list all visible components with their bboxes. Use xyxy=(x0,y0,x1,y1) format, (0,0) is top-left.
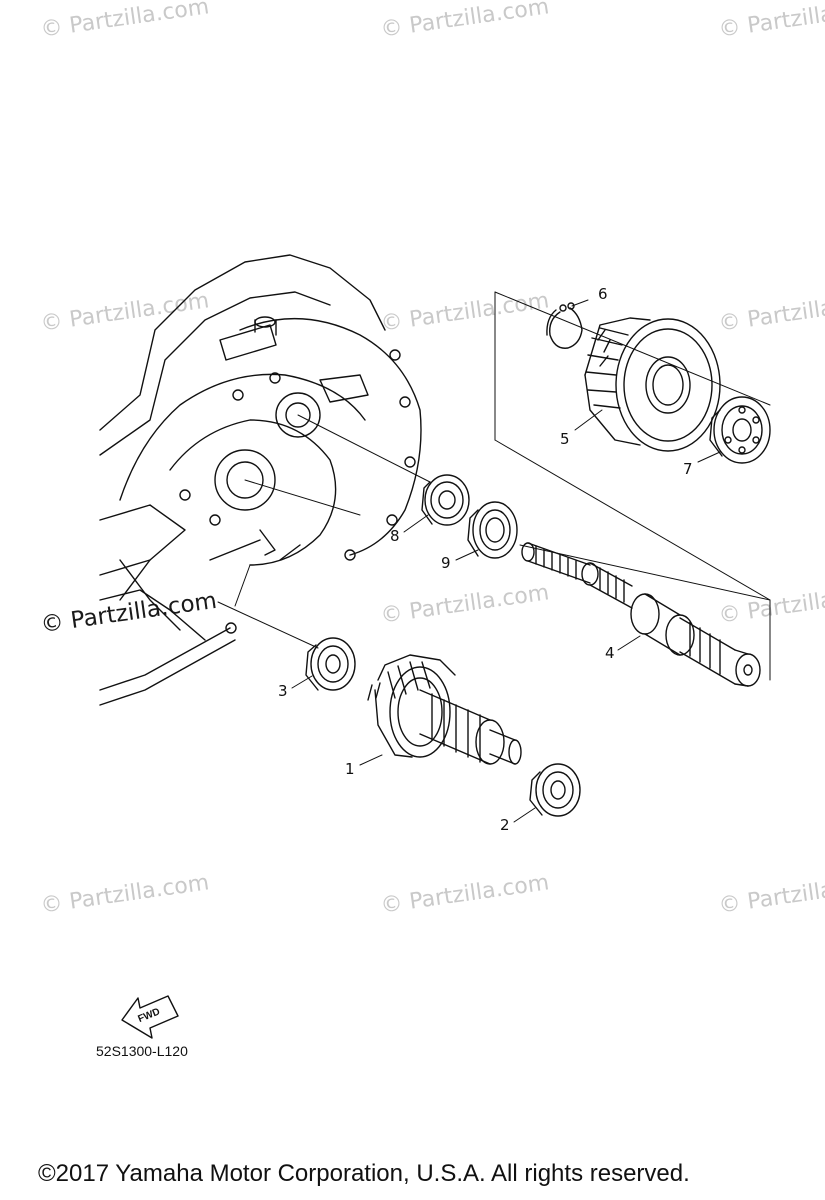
oil-seal-part-9 xyxy=(467,501,518,559)
drive-axle-part-4 xyxy=(521,542,761,687)
primary-drive-gear-part-1 xyxy=(367,654,522,765)
driven-gear-part-5 xyxy=(584,317,721,452)
bearing-part-8 xyxy=(421,474,470,526)
crankcase-housing xyxy=(99,254,422,706)
callout-5: 5 xyxy=(560,430,570,448)
callout-7: 7 xyxy=(683,460,693,478)
forward-arrow-icon xyxy=(121,995,179,1039)
callout-6: 6 xyxy=(598,285,608,303)
callout-3: 3 xyxy=(278,682,288,700)
callout-9: 9 xyxy=(441,554,451,572)
bearing-part-7 xyxy=(709,396,771,464)
callout-8: 8 xyxy=(390,527,400,545)
leader-lines xyxy=(217,291,771,681)
bearing-part-3 xyxy=(305,637,356,691)
fwd-label: FWD xyxy=(136,1006,161,1025)
callout-4: 4 xyxy=(605,644,615,662)
copyright-footer: ©2017 Yamaha Motor Corporation, U.S.A. A… xyxy=(38,1160,690,1187)
bearing-part-2 xyxy=(529,763,581,817)
circlip-part-6 xyxy=(546,302,583,349)
callout-2: 2 xyxy=(500,816,510,834)
callout-leaders xyxy=(291,299,721,823)
callout-1: 1 xyxy=(345,760,355,778)
diagram-code: 52S1300-L120 xyxy=(96,1043,188,1059)
